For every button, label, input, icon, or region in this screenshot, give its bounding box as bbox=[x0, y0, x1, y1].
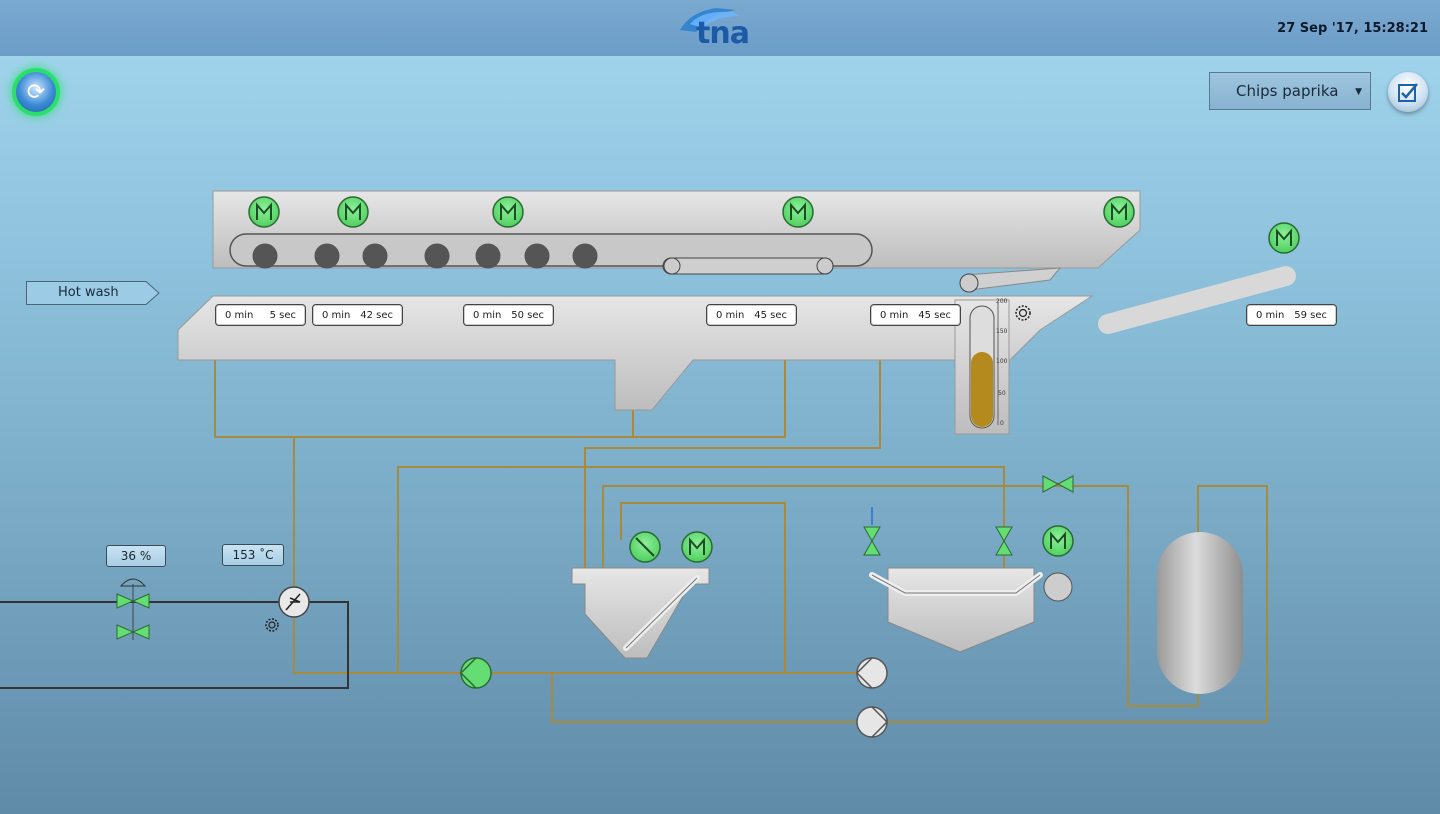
rotary-feeder[interactable] bbox=[629, 531, 661, 563]
timer-display: 0 min 45 sec bbox=[706, 304, 797, 326]
motor-icon bbox=[1042, 525, 1074, 557]
motor-icon bbox=[492, 196, 524, 228]
level-gauge: 200 150 100 50 0 bbox=[954, 298, 1010, 435]
gauge-tick-200: 200 bbox=[996, 298, 1008, 305]
gauge-tick-0: 0 bbox=[1000, 420, 1004, 427]
tna-logo-mark bbox=[680, 8, 740, 32]
timer-sec: 45 sec bbox=[754, 309, 787, 321]
gauge-tick-150: 150 bbox=[996, 328, 1008, 335]
recipe-select-value: Chips paprika bbox=[1236, 82, 1339, 100]
checkbox-icon bbox=[1398, 83, 1418, 102]
timer-min: 0 min bbox=[716, 309, 745, 321]
tag-shape bbox=[26, 281, 160, 305]
gear-icon[interactable] bbox=[265, 618, 279, 632]
temperature-readout: 153 ˚C bbox=[222, 544, 284, 566]
motor-icon bbox=[248, 196, 280, 228]
timer-sec: 42 sec bbox=[360, 309, 393, 321]
timer-sec: 50 sec bbox=[511, 309, 544, 321]
timer-min: 0 min bbox=[473, 309, 502, 321]
recipe-select[interactable]: Chips paprika ▼ bbox=[1209, 72, 1371, 110]
timer-sec: 59 sec bbox=[1294, 309, 1327, 321]
motors[interactable] bbox=[248, 196, 1300, 563]
motor-icon bbox=[681, 531, 713, 563]
gauge-tick-100: 100 bbox=[996, 358, 1008, 365]
transfer-chute bbox=[959, 267, 1062, 293]
timer-display: 0 min 50 sec bbox=[463, 304, 554, 326]
pump-stopped[interactable] bbox=[856, 706, 889, 738]
motor-icon bbox=[782, 196, 814, 228]
motor-icon bbox=[337, 196, 369, 228]
timer-display: 0 min 42 sec bbox=[312, 304, 403, 326]
incline-conveyor bbox=[1098, 266, 1296, 334]
motor-icon bbox=[1268, 222, 1300, 254]
gear-icon[interactable] bbox=[1015, 305, 1031, 321]
gauge-tick-50: 50 bbox=[998, 390, 1006, 397]
pipe-network bbox=[214, 360, 1268, 723]
timer-min: 0 min bbox=[880, 309, 909, 321]
hot-wash-label[interactable]: Hot wash bbox=[26, 281, 160, 305]
valve-vertical[interactable] bbox=[863, 507, 881, 556]
timer-display: 0 min 45 sec bbox=[870, 304, 961, 326]
timer-display: 0 min 5 sec bbox=[215, 304, 306, 326]
lower-flume bbox=[177, 295, 1094, 411]
valve-vertical[interactable] bbox=[995, 526, 1013, 556]
motor-icon bbox=[1103, 196, 1135, 228]
timer-min: 0 min bbox=[225, 309, 254, 321]
inner-belt bbox=[662, 257, 834, 275]
timer-sec: 45 sec bbox=[918, 309, 951, 321]
pump-stopped[interactable] bbox=[855, 657, 888, 689]
valve-horizontal[interactable] bbox=[1042, 475, 1074, 493]
sync-button[interactable]: ⟳ bbox=[12, 68, 60, 116]
steam-line bbox=[0, 601, 349, 689]
level-gauge-fill bbox=[971, 352, 993, 427]
hot-wash-text: Hot wash bbox=[58, 285, 119, 300]
tna-logo-text: tna bbox=[696, 16, 750, 51]
timer-display: 0 min 59 sec bbox=[1246, 304, 1337, 326]
valve-opening-readout: 36 % bbox=[106, 545, 166, 567]
pump-running[interactable] bbox=[459, 657, 492, 689]
storage-tank bbox=[1157, 532, 1243, 694]
control-valve[interactable] bbox=[116, 578, 150, 640]
datetime-display: 27 Sep '17, 15:28:21 bbox=[1277, 21, 1428, 36]
paddle-wheels bbox=[252, 243, 598, 269]
refresh-icon: ⟳ bbox=[26, 79, 46, 105]
timer-sec: 5 sec bbox=[269, 309, 296, 321]
heat-exchanger-icon[interactable] bbox=[278, 586, 310, 618]
checklist-button[interactable] bbox=[1388, 72, 1428, 112]
timer-min: 0 min bbox=[1256, 309, 1285, 321]
starch-hopper bbox=[571, 567, 710, 659]
timer-min: 0 min bbox=[322, 309, 351, 321]
separator-tank bbox=[869, 567, 1073, 653]
chevron-down-icon: ▼ bbox=[1355, 87, 1362, 97]
